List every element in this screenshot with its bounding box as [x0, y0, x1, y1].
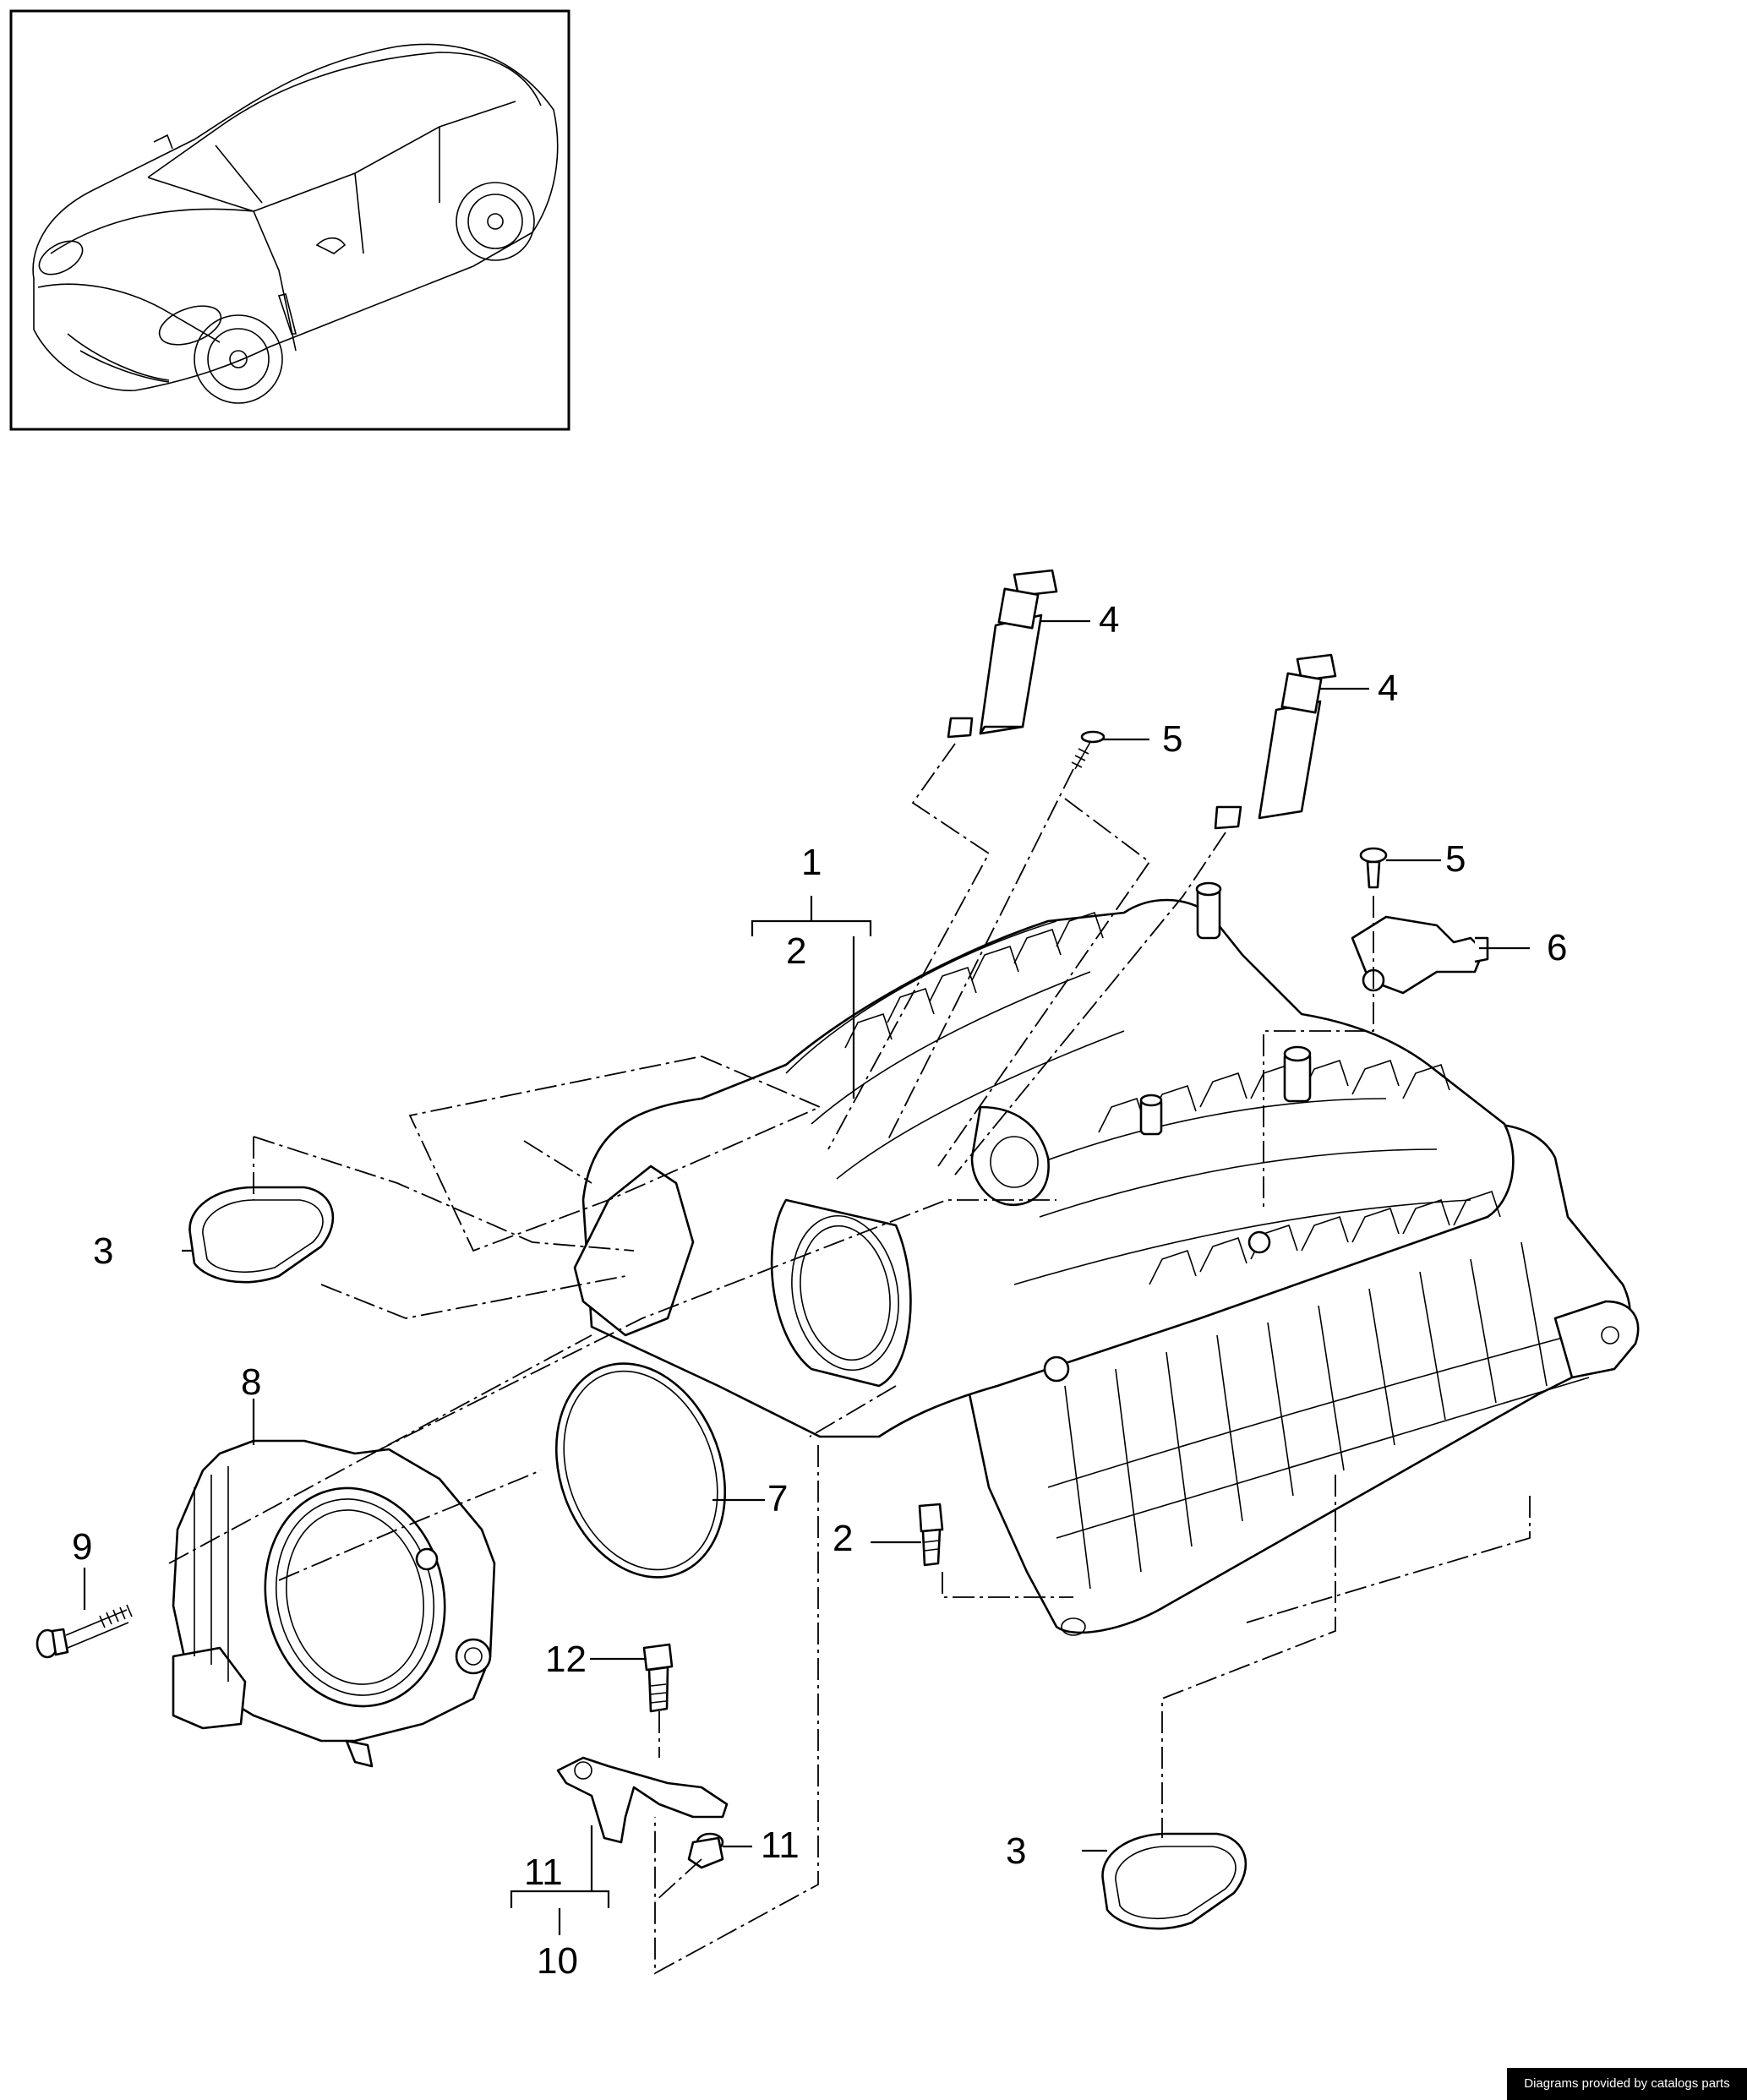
gasket-part-3b: [1101, 1832, 1247, 1930]
callout-11b: 11: [761, 1825, 800, 1866]
bracket-part-10: [556, 1756, 729, 1869]
callout-10: 10: [537, 1940, 578, 1982]
callout-1: 1: [801, 842, 822, 883]
intake-manifold: [573, 881, 1640, 1636]
callout-4b: 4: [1378, 668, 1398, 709]
callout-2b: 2: [833, 1518, 853, 1559]
screw-part-5b: [1359, 847, 1388, 889]
leader-lines: [83, 619, 1530, 1935]
callout-2a: 2: [786, 930, 806, 972]
callout-4a: 4: [1099, 599, 1119, 641]
credit-badge: Diagrams provided by catalogs parts: [1507, 2068, 1747, 2100]
callout-9: 9: [72, 1526, 92, 1568]
gasket-part-3a: [188, 1186, 335, 1284]
callout-3a: 3: [93, 1230, 113, 1272]
sensor-part-4b: [1214, 653, 1337, 830]
vehicle-thumbnail: [9, 9, 571, 431]
screw-part-5a: [1071, 730, 1106, 770]
sensor-part-4a: [947, 569, 1058, 739]
bolt-part-12: [642, 1643, 674, 1713]
callout-labels: 4 4 5 5 6 1 2 3 8 7 2 9 12 11 11 10 3: [72, 599, 1567, 1982]
assembly-lines: [168, 743, 1531, 1975]
callout-3b: 3: [1006, 1830, 1026, 1872]
callout-5b: 5: [1445, 838, 1466, 880]
callout-11a: 11: [524, 1852, 563, 1893]
screw-part-9: [35, 1604, 133, 1659]
callout-7: 7: [767, 1478, 788, 1519]
callout-12: 12: [545, 1639, 587, 1680]
callout-8: 8: [241, 1361, 261, 1403]
o-ring-part-7: [554, 1362, 727, 1579]
callout-5a: 5: [1162, 718, 1182, 760]
bolt-part-2: [918, 1503, 944, 1567]
pressure-sensor-part-6: [1351, 915, 1489, 995]
throttle-body-part-8: [172, 1439, 496, 1768]
callout-6: 6: [1547, 927, 1567, 968]
